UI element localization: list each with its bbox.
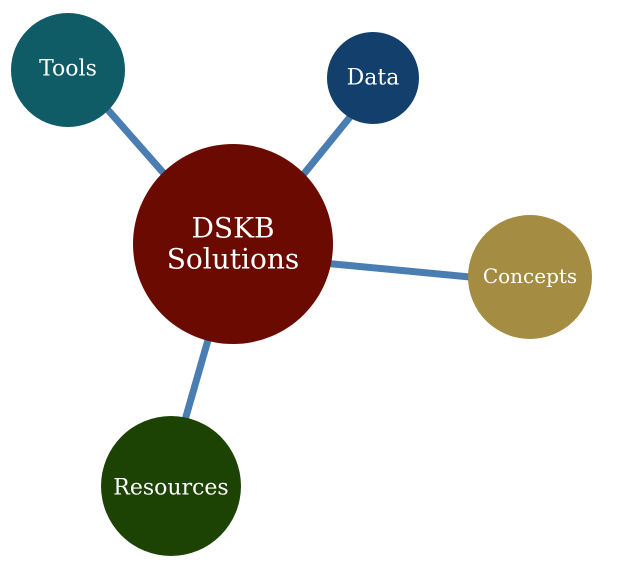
node-concepts-circle — [468, 215, 592, 339]
edges — [105, 107, 471, 421]
edge-resources — [181, 339, 212, 421]
node-tools-circle — [11, 13, 125, 127]
center-node-label-line1: DSKB — [191, 212, 274, 245]
node-resources-label: Resources — [113, 476, 228, 501]
edge-tools — [105, 107, 170, 180]
node-resources-circle — [101, 416, 241, 556]
node-concepts-label: Concepts — [483, 264, 577, 288]
center-node-circle — [133, 144, 333, 344]
node-tools: Tools — [11, 13, 125, 127]
node-tools-label: Tools — [39, 57, 97, 82]
node-data: Data — [327, 32, 419, 124]
node-data-circle — [327, 32, 419, 124]
center-node-label-line2: Solutions — [167, 243, 300, 276]
node-resources: Resources — [101, 416, 241, 556]
edge-concepts — [322, 259, 471, 281]
node-data-label: Data — [347, 66, 400, 91]
center-node: DSKB Solutions — [133, 144, 333, 344]
edge-data — [300, 114, 353, 178]
node-concepts: Concepts — [468, 215, 592, 339]
